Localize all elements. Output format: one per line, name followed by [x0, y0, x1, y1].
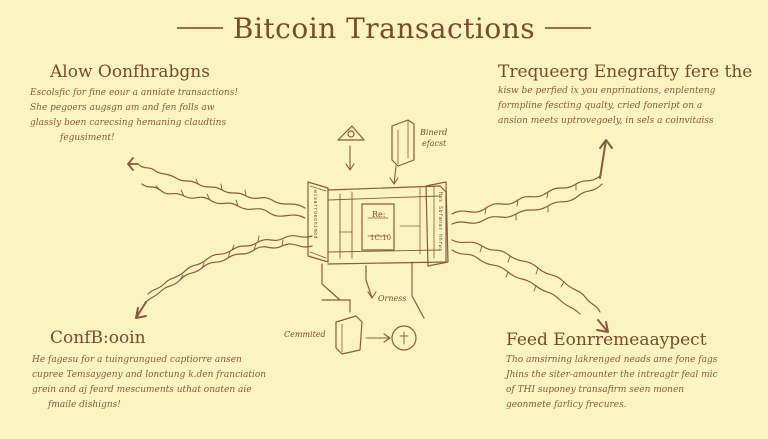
para-line: kisw be perfied ix you enprinations, enp… [498, 86, 716, 96]
paragraph-top-left: Escolsfic for fine eour a anniate transa… [30, 86, 238, 146]
para-line: cupree Temsaygeny and lonctung k.den fra… [32, 370, 267, 380]
paragraph-top-right: kisw be perfied ix you enprinations, enp… [498, 84, 715, 129]
heading-bottom-left: ConfB:ooin [50, 328, 146, 348]
left-spine-text: wisarroeonimod [312, 190, 318, 240]
top-nodes [337, 119, 415, 185]
para-line: fmaile dishigns! [48, 400, 121, 410]
page-title: Bitcoin Transactions [232, 11, 536, 45]
heading-bottom-right: Feed Eonrremeaaypect [506, 330, 707, 350]
paragraph-bottom-left: He fagesu for a tuingrangued captiorre a… [32, 353, 266, 413]
box-value: 1C:10 [370, 234, 392, 242]
para-line: Tho amsirning lakrenged neads ame fone f… [506, 355, 718, 365]
branch-top-right [451, 139, 613, 225]
title-row: Bitcoin Transactions [0, 8, 768, 48]
para-line: formpline fescting qualty, cried fonerip… [498, 101, 703, 111]
heading-top-left: Alow Oonfhrabgns [50, 62, 210, 82]
right-spine-text: Hes Sbfanar hhrws [437, 192, 443, 252]
label-orness: Orness [378, 294, 407, 303]
para-line: fegusiment! [60, 133, 115, 143]
title-divider-right [545, 27, 592, 29]
para-line: grein and aj feard mescuments uthat onat… [32, 385, 252, 395]
para-line: geonmete farlicy frecures. [506, 400, 627, 410]
branch-bottom-left [135, 235, 313, 319]
para-line: of THI suponey transafirm seen monen [506, 385, 685, 395]
label-cemmited: Cemmited [284, 330, 326, 339]
label-efacst: efacst [422, 139, 447, 148]
lower-flow [321, 261, 425, 355]
paragraph-bottom-right: Tho amsirning lakrenged neads ame fone f… [506, 353, 718, 413]
branch-bottom-right [451, 239, 609, 333]
para-line: He fagesu for a tuingrangued captiorre a… [32, 355, 242, 365]
para-line: Escolsfic for fine eour a anniate transa… [30, 88, 238, 98]
central-block [307, 181, 449, 267]
title-divider-left [176, 27, 223, 29]
branch-top-left [127, 157, 306, 219]
label-binerd: Binerd [420, 128, 448, 137]
para-line: ansion meets uptrovegoely, in sels a coi… [498, 116, 714, 126]
para-line: Jhins the siter-amounter the intreagtr f… [506, 370, 718, 380]
para-line: She pegoers augsgn am and fen folls aw [30, 103, 215, 113]
para-line: glassly boen carecsing hemaning claudtin… [30, 118, 227, 128]
heading-top-right: Trequeerg Enegrafty fere the [498, 62, 753, 82]
box-label: Re: [372, 210, 386, 219]
